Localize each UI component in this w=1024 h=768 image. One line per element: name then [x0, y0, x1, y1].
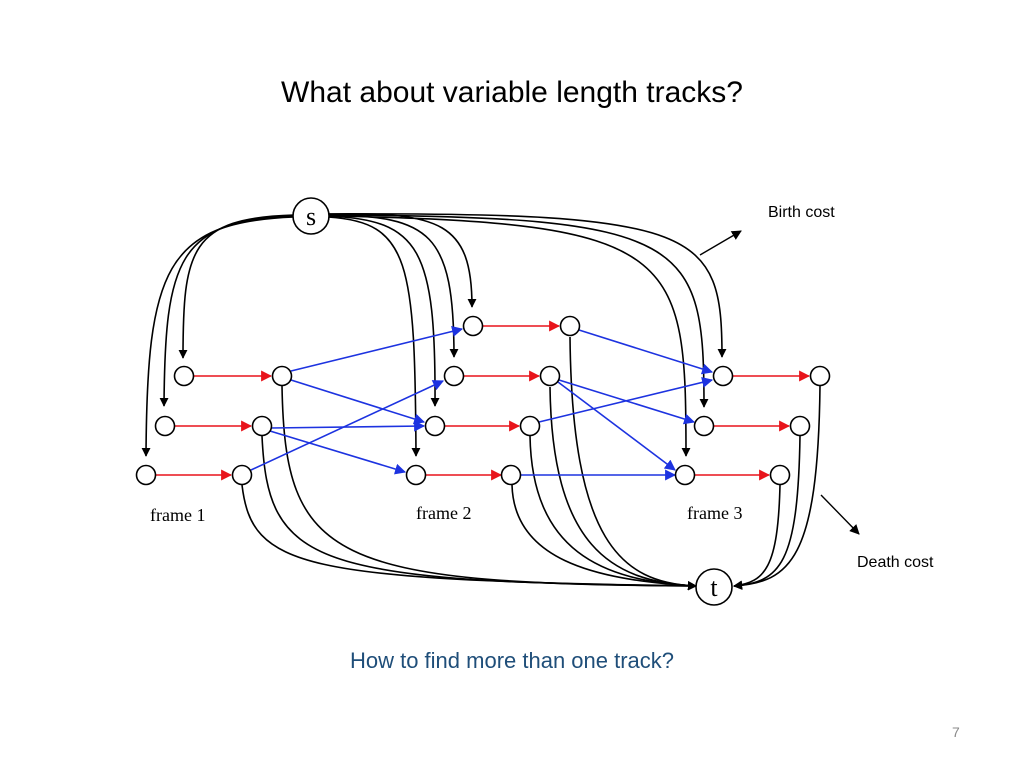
inter-edge — [250, 380, 444, 471]
sink-edge — [569, 336, 697, 591]
inter-edge — [290, 379, 426, 425]
node — [559, 315, 581, 337]
sink-edge — [549, 386, 697, 591]
node — [424, 415, 446, 437]
graph-nodes — [135, 315, 831, 486]
source-node: s — [292, 197, 330, 235]
node — [231, 464, 253, 486]
source-edges — [141, 212, 727, 457]
source-edge — [141, 216, 295, 457]
node — [251, 415, 273, 437]
inter-edge — [269, 430, 407, 475]
node — [173, 365, 195, 387]
source-edge — [327, 215, 440, 407]
sink-edge — [241, 484, 697, 591]
sink-node: t — [695, 568, 733, 606]
source-edge — [159, 215, 295, 407]
node — [405, 464, 427, 486]
node — [769, 464, 791, 486]
node — [789, 415, 811, 437]
sink-edge — [733, 435, 801, 590]
sink-edge — [511, 484, 697, 591]
node — [443, 365, 465, 387]
sink-edge — [733, 484, 781, 590]
node — [462, 315, 484, 337]
sink-edges — [241, 336, 821, 591]
node — [693, 415, 715, 437]
intra-frame-edges — [156, 320, 811, 481]
source-edge — [178, 214, 295, 359]
frame-label-3: frame 3 — [687, 503, 742, 523]
node — [135, 464, 157, 486]
inter-edge — [557, 381, 676, 471]
source-edge — [327, 216, 421, 457]
source-edge — [327, 213, 727, 358]
node — [712, 365, 734, 387]
question-text: How to find more than one track? — [349, 648, 675, 673]
death-cost-label: Death cost — [857, 554, 934, 571]
sink-edge — [261, 435, 697, 591]
source-edge — [327, 215, 691, 457]
frame-label-2: frame 2 — [416, 503, 471, 523]
inter-edge — [290, 326, 464, 372]
sink-label: t — [710, 573, 718, 602]
page-number: 7 — [952, 724, 960, 740]
node — [539, 365, 561, 387]
sink-edge — [733, 385, 821, 590]
frame-label-1: frame 1 — [150, 505, 205, 525]
source-label: s — [306, 202, 316, 231]
birth-cost-arrow — [699, 230, 742, 256]
birth-cost-label: Birth cost — [768, 204, 835, 221]
node — [809, 365, 831, 387]
node — [271, 365, 293, 387]
slide-title: What about variable length tracks? — [281, 76, 743, 109]
inter-edge — [270, 420, 426, 432]
node — [519, 415, 541, 437]
node — [500, 464, 522, 486]
node — [154, 415, 176, 437]
inter-edge — [538, 376, 714, 423]
source-edge — [327, 214, 709, 408]
node — [674, 464, 696, 486]
sink-edge — [281, 385, 697, 591]
death-cost-arrow — [820, 494, 860, 535]
inter-frame-edges — [250, 326, 714, 481]
inter-edge — [578, 329, 714, 375]
